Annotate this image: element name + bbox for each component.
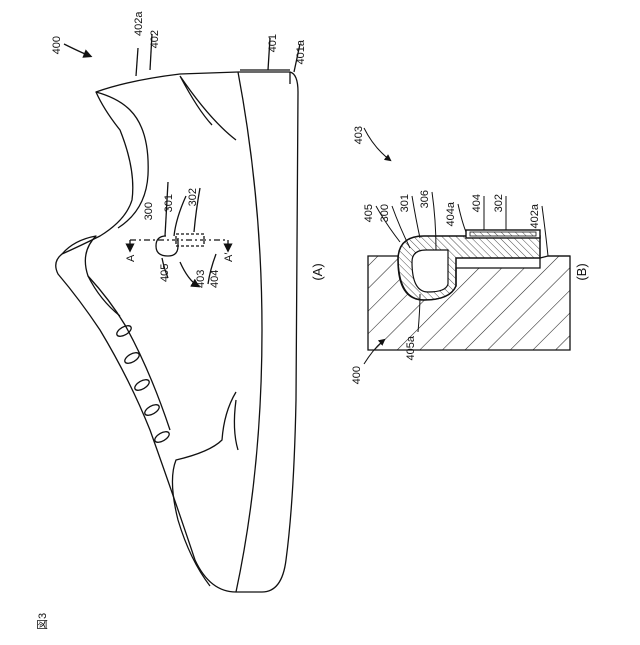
- hook-405: [156, 236, 178, 256]
- lace-eyelets: [115, 324, 171, 445]
- toe-cap-inner: [234, 400, 238, 450]
- label-b-insert-404: 404: [471, 194, 483, 212]
- label-sole-401: 401: [267, 34, 279, 52]
- label-upper-402: 402: [149, 30, 161, 48]
- label-sole-surface-401a: 401a: [295, 39, 307, 64]
- label-b-shoe-400: 400: [351, 366, 363, 384]
- label-b-recess-403: 403: [353, 126, 365, 144]
- label-b-hook-405: 405: [363, 204, 375, 222]
- core-306: [412, 250, 448, 292]
- label-b-upper-surface-402a: 402a: [529, 203, 541, 228]
- vamp-line: [88, 276, 170, 430]
- caption-b: (B): [574, 263, 589, 280]
- label-button-300: 300: [143, 202, 155, 220]
- label-insert-404: 404: [209, 270, 221, 288]
- heel-counter: [180, 76, 236, 140]
- label-b-hook-surface-405a: 405a: [405, 335, 417, 360]
- collar-line: [96, 92, 148, 228]
- insert-404-inner: [470, 232, 536, 236]
- label-button-shaft-302: 302: [187, 188, 199, 206]
- figure-label: 図3: [36, 613, 49, 630]
- caption-a: (A): [310, 263, 325, 280]
- label-b-core-306: 306: [419, 190, 431, 208]
- label-b-button-head-301: 301: [399, 194, 411, 212]
- label-recess-403: 403: [195, 270, 207, 288]
- label-shoe-400: 400: [51, 36, 63, 54]
- label-b-button-shaft-302: 302: [493, 194, 505, 212]
- label-section-a-prime: A′: [223, 253, 235, 262]
- label-hook-405: 405: [159, 264, 171, 282]
- sole-outline: [236, 72, 298, 592]
- label-upper-surface-402a: 402a: [133, 11, 145, 36]
- label-b-insert-surface-404a: 404a: [445, 201, 457, 226]
- label-b-button-300: 300: [379, 204, 391, 222]
- panel-a-shoe-drawing: [56, 34, 300, 592]
- toe-cap: [172, 392, 236, 586]
- sole-inner-line: [236, 72, 262, 592]
- panel-b-section-drawing: [364, 128, 570, 364]
- label-section-a: A: [125, 254, 137, 262]
- label-button-head-301: 301: [163, 194, 175, 212]
